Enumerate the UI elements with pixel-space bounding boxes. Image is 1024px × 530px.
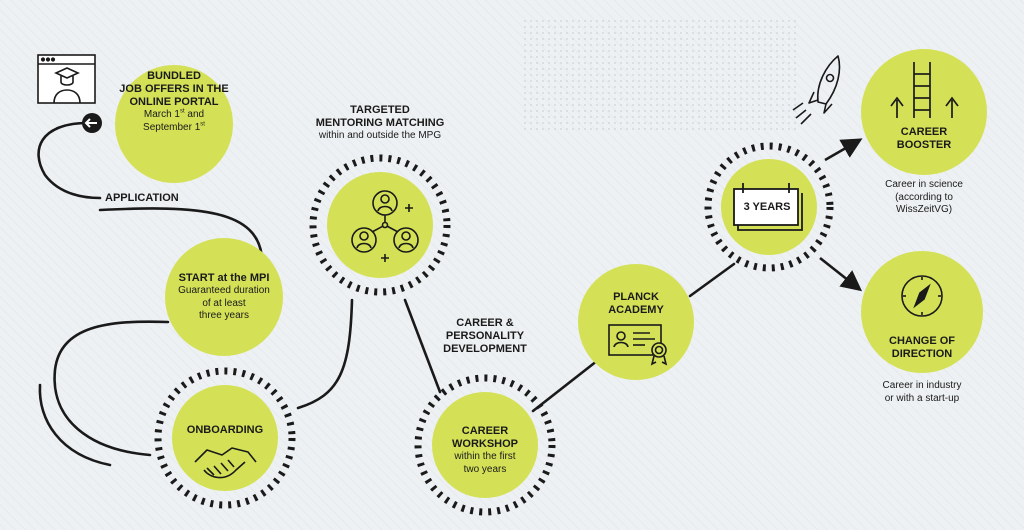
workshop-title: CAREER WORKSHOP — [452, 425, 518, 450]
branch-arrows — [819, 138, 863, 292]
start-label: START at the MPI Guaranteed duration of … — [166, 272, 282, 323]
workshop-label: CAREER WORKSHOP within the first two yea… — [432, 425, 538, 476]
circle-start — [165, 238, 283, 356]
start-text: Guaranteed duration of at least three ye… — [178, 285, 270, 321]
planck-label: PLANCK ACADEMY — [608, 291, 664, 316]
handshake-icon — [194, 447, 257, 479]
dashed-rings — [154, 142, 834, 516]
mentoring-text: within and outside the MPG — [318, 130, 442, 141]
booster-caption: Career in science (according to WissZeit… — [885, 179, 963, 215]
browser-graduate-icon — [37, 54, 96, 104]
ladder-arrows-icon — [890, 62, 959, 118]
node-circles — [115, 49, 987, 498]
mentoring-label: TARGETED MENTORING MATCHING within and o… — [300, 104, 460, 143]
mentoring-title: TARGETED MENTORING MATCHING — [315, 104, 445, 129]
application-label: APPLICATION — [105, 192, 179, 204]
background-dots — [520, 20, 800, 130]
change-title: CHANGE OF DIRECTION — [889, 335, 955, 360]
certificate-icon — [608, 324, 668, 366]
career-personality-label: CAREER & PERSONALITY DEVELOPMENT — [443, 317, 527, 355]
compass-icon — [901, 275, 943, 317]
onboarding-label: ONBOARDING — [186, 424, 264, 436]
change-caption: Career in industry or with a start-up — [882, 380, 962, 404]
booster-title: CAREER BOOSTER — [896, 126, 952, 151]
calendar-icon — [733, 183, 803, 231]
circle-bundled — [115, 65, 233, 183]
start-title: START at the MPI — [178, 272, 270, 284]
circle-onboarding — [172, 385, 278, 491]
bundled-date-2: September 1st — [143, 121, 205, 133]
workshop-text: within the first two years — [454, 451, 516, 475]
bundled-label: BUNDLED JOB OFFERS IN THE ONLINE PORTAL … — [115, 70, 233, 134]
circle-mentoring — [327, 172, 433, 278]
arrow-left-icon — [82, 113, 102, 133]
three-years-label: 3 YEARS — [743, 201, 791, 213]
path-lines — [37, 121, 736, 467]
circle-workshop — [432, 392, 538, 498]
rocket-icon — [792, 55, 841, 125]
people-network-icon — [351, 190, 419, 262]
bundled-title: BUNDLED JOB OFFERS IN THE ONLINE PORTAL — [119, 70, 229, 108]
bundled-date-1: March 1st and — [143, 108, 205, 120]
circle-planck — [578, 264, 694, 380]
circle-booster — [861, 49, 987, 175]
